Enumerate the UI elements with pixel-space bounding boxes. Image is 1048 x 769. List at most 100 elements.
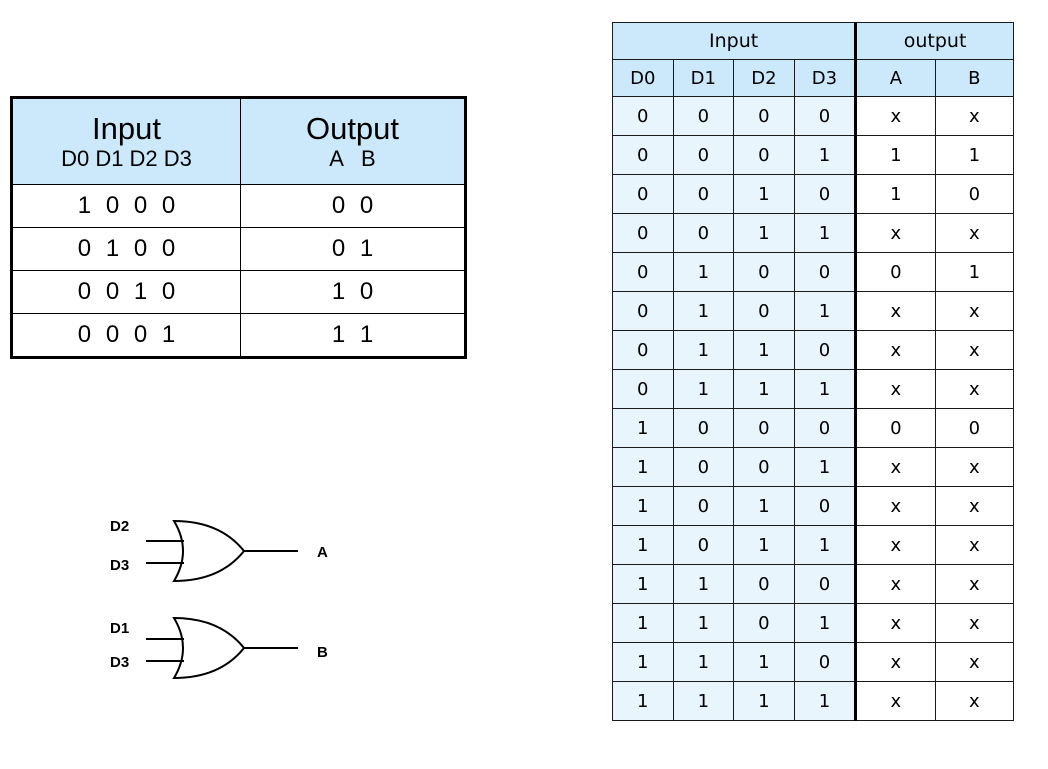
input-cell: 1 xyxy=(793,447,857,487)
table-row: 0 0 1 0 1 0 xyxy=(11,270,466,314)
gate-a-output-label: A xyxy=(317,544,328,561)
output-cell: x xyxy=(934,681,1015,721)
table-row: 1 0 0 0 0 0 xyxy=(11,184,466,228)
truth-table-header: Input D0 D1 D2 D3 Output A B xyxy=(11,97,466,185)
output-cell: 0 xyxy=(934,174,1015,214)
output-cell: 0 xyxy=(934,408,1015,448)
input-cell: 1 xyxy=(612,681,674,721)
output-cell: 1 xyxy=(854,174,936,214)
gate-b-input-1-label: D1 xyxy=(110,620,129,637)
input-cell: 0 xyxy=(793,486,857,526)
input-cell: 0 0 0 1 xyxy=(11,313,241,358)
input-cell: 0 xyxy=(733,408,795,448)
output-cell: x xyxy=(934,369,1015,409)
column-header: D1 xyxy=(672,59,735,97)
input-cell: 1 xyxy=(612,447,674,487)
input-cell: 1 xyxy=(733,486,795,526)
output-cell: 1 xyxy=(934,135,1015,175)
input-cell: 0 xyxy=(793,564,857,604)
input-cell: 1 xyxy=(672,330,735,370)
output-cell: x xyxy=(934,603,1015,643)
input-cell: 0 xyxy=(793,642,857,682)
input-cell: 1 xyxy=(793,369,857,409)
output-cell: 1 xyxy=(934,252,1015,292)
input-cell: 1 xyxy=(793,135,857,175)
output-cell: x xyxy=(854,447,936,487)
output-cell: x xyxy=(934,525,1015,565)
or-gate-a: D2 D3 A xyxy=(110,518,328,583)
or-gate-a-shape xyxy=(172,519,246,583)
input-cell: 0 xyxy=(672,135,735,175)
input-cell: 1 xyxy=(733,642,795,682)
input-columns: D0 D1 D2 D3 xyxy=(61,145,192,171)
input-cell: 0 xyxy=(733,96,795,136)
input-cell: 1 xyxy=(612,642,674,682)
or-gate-b: D1 D3 B xyxy=(110,616,328,680)
table-row: 0 0 0 1 1 1 xyxy=(11,313,466,358)
input-cell: 0 xyxy=(672,447,735,487)
column-header: D2 xyxy=(733,59,795,97)
input-header-cell: Input D0 D1 D2 D3 xyxy=(11,97,241,185)
input-cell: 0 xyxy=(612,252,674,292)
output-cell: x xyxy=(854,681,936,721)
input-cell: 0 xyxy=(733,291,795,331)
input-cell: 1 xyxy=(672,291,735,331)
output-cell: x xyxy=(854,603,936,643)
output-cell: x xyxy=(854,564,936,604)
output-cell: x xyxy=(934,213,1015,253)
input-cell: 0 xyxy=(672,96,735,136)
encoder-truth-table: Input D0 D1 D2 D3 Output A B 1 0 0 0 0 0… xyxy=(10,96,467,359)
or-gate-b-shape xyxy=(172,616,246,680)
column-header: A xyxy=(854,59,936,97)
output-cell: x xyxy=(854,369,936,409)
input-cell: 1 xyxy=(672,681,735,721)
output-cell: 0 xyxy=(854,252,936,292)
output-cell: x xyxy=(934,330,1015,370)
input-cell: 1 xyxy=(612,486,674,526)
gate-a-input-1-label: D2 xyxy=(110,518,129,535)
input-cell: 0 xyxy=(672,525,735,565)
output-cell: 0 0 xyxy=(240,184,466,228)
input-cell: 0 xyxy=(793,252,857,292)
output-cell: x xyxy=(934,486,1015,526)
gate-b-output-label: B xyxy=(317,644,328,661)
input-cell: 0 xyxy=(612,330,674,370)
input-cell: 0 xyxy=(612,213,674,253)
input-cell: 1 xyxy=(672,642,735,682)
input-title: Input xyxy=(92,110,161,146)
column-header: B xyxy=(934,59,1015,97)
group-header-row: Input output xyxy=(611,22,1014,60)
column-header: D0 xyxy=(612,59,674,97)
output-group-header: output xyxy=(854,22,1014,60)
input-cell: 1 0 0 0 xyxy=(11,184,241,228)
input-cell: 0 xyxy=(733,447,795,487)
input-cell: 0 xyxy=(612,135,674,175)
output-header-cell: Output A B xyxy=(240,97,466,185)
input-cell: 0 xyxy=(733,252,795,292)
gate-a-input-2-label: D3 xyxy=(110,557,129,574)
table-row: 0 1 0 0 0 1 xyxy=(11,227,466,271)
output-cell: 1 xyxy=(854,135,936,175)
output-cell: 1 1 xyxy=(240,313,466,358)
input-cell: 1 xyxy=(672,369,735,409)
input-cell: 0 xyxy=(733,564,795,604)
input-cell: 1 xyxy=(733,369,795,409)
input-cell: 0 xyxy=(672,408,735,448)
output-cell: x xyxy=(854,525,936,565)
input-cell: 1 xyxy=(733,213,795,253)
input-cell: 0 xyxy=(793,174,857,214)
input-cell: 1 xyxy=(793,681,857,721)
input-cell: 1 xyxy=(612,525,674,565)
input-cell: 0 xyxy=(612,369,674,409)
output-title: Output xyxy=(305,110,400,146)
output-cell: x xyxy=(934,642,1015,682)
